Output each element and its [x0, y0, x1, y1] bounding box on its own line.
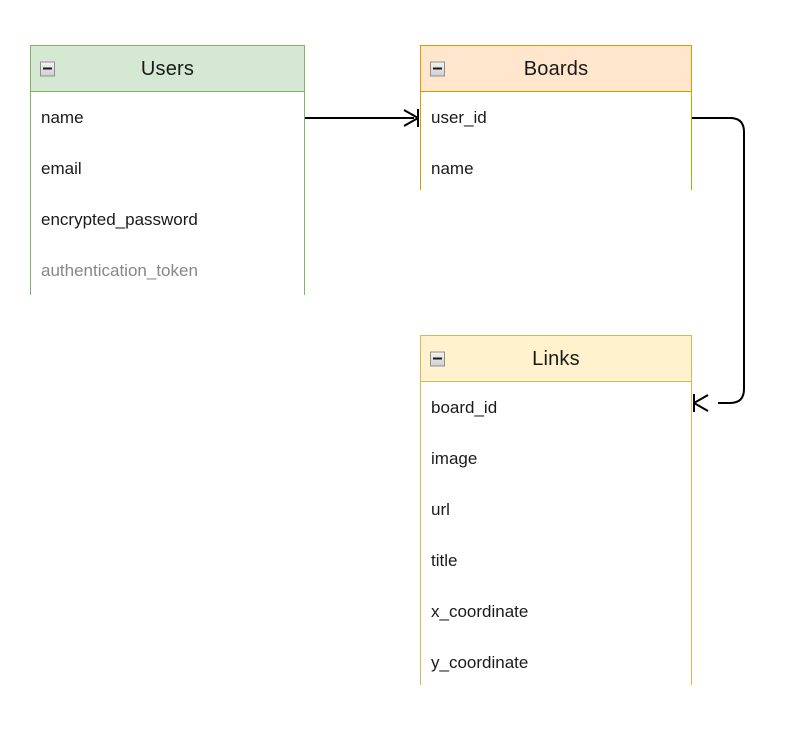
entity-field-row[interactable]: email: [31, 143, 304, 194]
minus-box-icon[interactable]: [430, 61, 445, 76]
entity-field-label: y_coordinate: [431, 652, 529, 672]
minus-box-icon[interactable]: [430, 351, 445, 366]
entity-field-row[interactable]: url: [421, 484, 691, 535]
entity-header-users[interactable]: Users: [31, 46, 304, 92]
entity-field-label: authentication_token: [41, 260, 198, 280]
entity-field-label: x_coordinate: [431, 601, 529, 621]
entity-field-row[interactable]: x_coordinate: [421, 586, 691, 637]
entity-field-row[interactable]: user_id: [421, 92, 691, 143]
entity-field-label: name: [41, 107, 84, 127]
minus-box-icon[interactable]: [40, 61, 55, 76]
connector-users-boards[interactable]: [305, 109, 419, 127]
entity-body-users: name email encrypted_password authentica…: [31, 92, 304, 296]
entity-field-row[interactable]: board_id: [421, 382, 691, 433]
entity-field-row[interactable]: title: [421, 535, 691, 586]
entity-header-links[interactable]: Links: [421, 336, 691, 382]
entity-title: Users: [140, 57, 195, 80]
entity-field-label: name: [431, 158, 474, 178]
entity-field-label: encrypted_password: [41, 209, 198, 229]
connector-boards-links[interactable]: [692, 117, 745, 412]
entity-field-label: board_id: [431, 397, 498, 417]
entity-field-row[interactable]: name: [421, 143, 691, 194]
entity-body-boards: user_id name: [421, 92, 691, 194]
entity-table-users[interactable]: Users name email encrypted_password auth…: [30, 45, 305, 296]
entity-table-boards[interactable]: Boards user_id name: [420, 45, 692, 194]
entity-field-row[interactable]: authentication_token: [31, 245, 304, 296]
entity-field-row[interactable]: encrypted_password: [31, 194, 304, 245]
entity-title: Links: [532, 347, 580, 370]
entity-field-label: url: [431, 499, 450, 519]
entity-field-label: user_id: [431, 107, 487, 127]
entity-title: Boards: [523, 57, 589, 80]
entity-field-row[interactable]: y_coordinate: [421, 637, 691, 688]
entity-field-row[interactable]: image: [421, 433, 691, 484]
entity-header-boards[interactable]: Boards: [421, 46, 691, 92]
entity-field-label: image: [431, 448, 478, 468]
entity-table-links[interactable]: Links board_id image url title x_coordin…: [420, 335, 692, 688]
entity-field-label: title: [431, 550, 458, 570]
entity-field-label: email: [41, 158, 82, 178]
entity-body-links: board_id image url title x_coordinate y_…: [421, 382, 691, 688]
entity-field-row[interactable]: name: [31, 92, 304, 143]
